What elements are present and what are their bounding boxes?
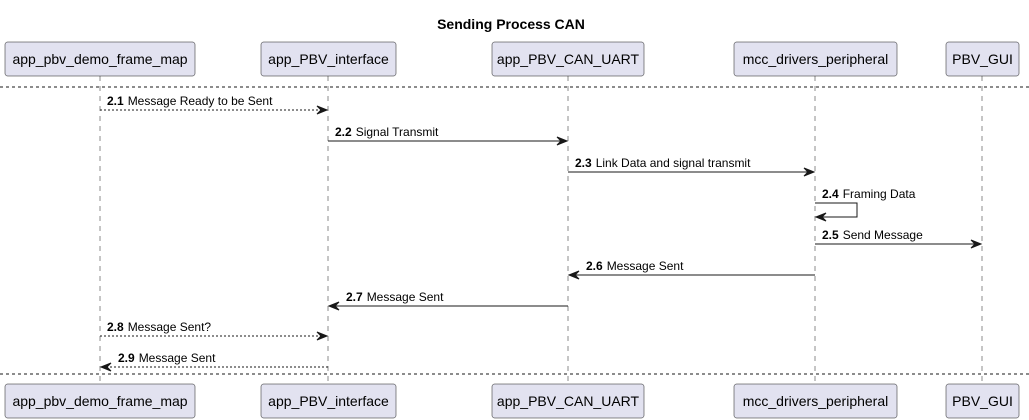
participant-box [4, 41, 196, 77]
participant-box [733, 383, 898, 419]
participant-box [491, 383, 645, 419]
participant-top-app_pbv_demo_frame_map: app_pbv_demo_frame_map [4, 41, 196, 77]
participant-bottom-app_PBV_interface: app_PBV_interface [260, 383, 397, 419]
message-label: 2.7 Message Sent [346, 290, 444, 304]
participant-top-app_PBV_CAN_UART: app_PBV_CAN_UART [491, 41, 645, 77]
message-number: 2.4 [822, 187, 839, 201]
participant-label: app_pbv_demo_frame_map [12, 51, 187, 67]
participant-label: mcc_drivers_peripheral [743, 393, 889, 409]
message-text: Message Sent? [128, 320, 212, 334]
message-2.5: 2.5 Send Message [815, 228, 983, 249]
message-number: 2.5 [822, 228, 839, 242]
participant-label: app_PBV_interface [268, 393, 389, 409]
message-text: Signal Transmit [356, 125, 439, 139]
message-label: 2.3 Link Data and signal transmit [575, 156, 751, 170]
message-label: 2.1 Message Ready to be Sent [107, 94, 273, 108]
participant-bottom-app_PBV_CAN_UART: app_PBV_CAN_UART [491, 383, 645, 419]
participant-bottom-app_pbv_demo_frame_map: app_pbv_demo_frame_map [4, 383, 196, 419]
message-text: Send Message [843, 228, 923, 242]
message-number: 2.7 [346, 290, 363, 304]
participant-top-PBV_GUI: PBV_GUI [945, 41, 1020, 77]
message-2.3: 2.3 Link Data and signal transmit [568, 156, 816, 177]
participant-label: PBV_GUI [952, 393, 1013, 409]
message-label: 2.5 Send Message [822, 228, 923, 242]
message-label: 2.8 Message Sent? [107, 320, 211, 334]
message-number: 2.6 [586, 259, 603, 273]
message-2.2: 2.2 Signal Transmit [328, 125, 569, 146]
participant-box [491, 41, 645, 77]
message-text: Message Sent [139, 351, 216, 365]
message-text: Message Ready to be Sent [128, 94, 273, 108]
participant-box [945, 383, 1020, 419]
message-label: 2.4 Framing Data [822, 187, 916, 201]
participant-bottom-mcc_drivers_peripheral: mcc_drivers_peripheral [733, 383, 898, 419]
arrow-head [567, 270, 580, 280]
participant-label: mcc_drivers_peripheral [743, 51, 889, 67]
participant-box [733, 41, 898, 77]
participant-label: app_PBV_CAN_UART [497, 51, 640, 67]
message-2.9: 2.9 Message Sent [99, 351, 328, 372]
arrow-head [99, 362, 112, 372]
message-number: 2.1 [107, 94, 124, 108]
message-text: Link Data and signal transmit [596, 156, 751, 170]
participant-label: app_PBV_interface [268, 51, 389, 67]
participant-box [945, 41, 1020, 77]
message-2.4: 2.4 Framing Data [814, 187, 916, 222]
message-number: 2.9 [118, 351, 135, 365]
arrow-head [327, 301, 340, 311]
message-label: 2.2 Signal Transmit [335, 125, 439, 139]
diagram-title: Sending Process CAN [437, 16, 585, 32]
message-number: 2.8 [107, 320, 124, 334]
participant-label: app_PBV_CAN_UART [497, 393, 640, 409]
message-label: 2.9 Message Sent [118, 351, 216, 365]
message-number: 2.2 [335, 125, 352, 139]
message-2.7: 2.7 Message Sent [327, 290, 568, 311]
participant-bottom-PBV_GUI: PBV_GUI [945, 383, 1020, 419]
participant-label: PBV_GUI [952, 51, 1013, 67]
participant-box [4, 383, 196, 419]
message-2.8: 2.8 Message Sent? [100, 320, 329, 341]
participant-box [260, 41, 397, 77]
message-2.6: 2.6 Message Sent [567, 259, 815, 280]
participant-top-app_PBV_interface: app_PBV_interface [260, 41, 397, 77]
arrow-head [803, 167, 816, 177]
arrow-head [970, 239, 983, 249]
participant-box [260, 383, 397, 419]
arrow-head [316, 331, 329, 341]
message-2.1: 2.1 Message Ready to be Sent [100, 94, 329, 115]
participant-top-mcc_drivers_peripheral: mcc_drivers_peripheral [733, 41, 898, 77]
arrow-head [556, 136, 569, 146]
arrow-head [316, 105, 329, 115]
arrow-head [814, 212, 827, 222]
message-label: 2.6 Message Sent [586, 259, 684, 273]
message-text: Framing Data [843, 187, 916, 201]
message-text: Message Sent [367, 290, 444, 304]
participant-label: app_pbv_demo_frame_map [12, 393, 187, 409]
message-line [815, 202, 858, 218]
message-text: Message Sent [607, 259, 684, 273]
message-number: 2.3 [575, 156, 592, 170]
